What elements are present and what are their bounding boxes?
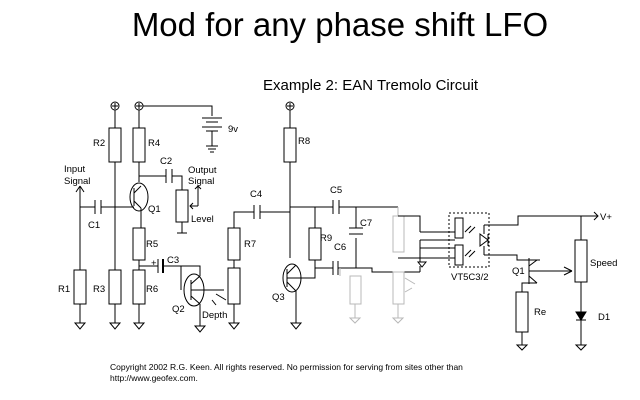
label-input: Input [64, 164, 85, 175]
label-q1: Q1 [148, 204, 161, 215]
label-c4: C4 [250, 189, 262, 200]
label-c5: C5 [330, 185, 342, 196]
label-output-signal: Signal [188, 176, 214, 187]
page-title: Mod for any phase shift LFO [131, 6, 549, 43]
label-q1-lfo: Q1 [512, 266, 525, 277]
label-r8: R8 [298, 136, 310, 147]
level-pot [175, 189, 189, 223]
transistor-q1 [129, 182, 149, 212]
transistor-q1-lfo [521, 258, 540, 292]
label-c6: C6 [334, 242, 346, 253]
label-r1: R1 [58, 284, 70, 295]
transistor-q3 [282, 263, 303, 330]
label-r4: R4 [148, 138, 160, 149]
battery-9v [202, 117, 222, 153]
label-output: Output [188, 165, 217, 176]
resistor-r7 [227, 227, 241, 261]
label-speed: Speed [590, 258, 617, 269]
circuit-subtitle: Example 2: EAN Tremolo Circuit [263, 77, 479, 94]
label-re: Re [534, 307, 546, 318]
label-vactrol: VT5C3/2 [451, 272, 489, 283]
label-input-signal: Signal [64, 176, 90, 187]
resistor-r3 [108, 269, 122, 305]
depth-pot [227, 267, 241, 305]
label-c7: C7 [360, 218, 372, 229]
copyright-line-1: Copyright 2002 R.G. Keen. All rights res… [110, 362, 463, 372]
speed-pot [574, 239, 588, 283]
copyright-notice: Copyright 2002 R.G. Keen. All rights res… [110, 362, 463, 384]
label-r2: R2 [93, 138, 105, 149]
label-r9: R9 [320, 233, 332, 244]
resistor-r1 [73, 269, 87, 305]
label-q3: Q3 [272, 292, 285, 303]
resistor-r5 [132, 227, 146, 261]
label-c1: C1 [88, 220, 100, 231]
label-level: Level [191, 214, 214, 225]
label-c3-plus: + [151, 258, 157, 269]
diode-d1 [575, 311, 587, 321]
faded-components [339, 207, 416, 324]
vcc-symbol-r8 [285, 101, 295, 111]
label-r3: R3 [93, 284, 105, 295]
battery-label: 9v [228, 124, 238, 135]
label-r6: R6 [146, 284, 158, 295]
resistor-r6 [132, 269, 146, 305]
vcc-symbol-r2 [110, 101, 120, 111]
transistor-q2 [180, 265, 207, 333]
resistor-r4 [132, 127, 146, 163]
label-c3: C3 [167, 255, 179, 266]
vactrol-vt5c3-2 [420, 212, 490, 268]
label-vplus: V+ [600, 212, 612, 223]
label-d1: D1 [598, 312, 610, 323]
label-r5: R5 [146, 239, 158, 250]
resistor-r2 [108, 127, 122, 163]
resistor-r8 [283, 127, 297, 163]
label-c2: C2 [160, 156, 172, 167]
copyright-line-2: http://www.geofex.com. [110, 373, 198, 383]
vcc-symbol-r4 [134, 101, 144, 111]
label-depth: Depth [202, 310, 227, 321]
label-r7: R7 [244, 239, 256, 250]
resistor-re [515, 291, 529, 333]
label-q2: Q2 [172, 304, 185, 315]
